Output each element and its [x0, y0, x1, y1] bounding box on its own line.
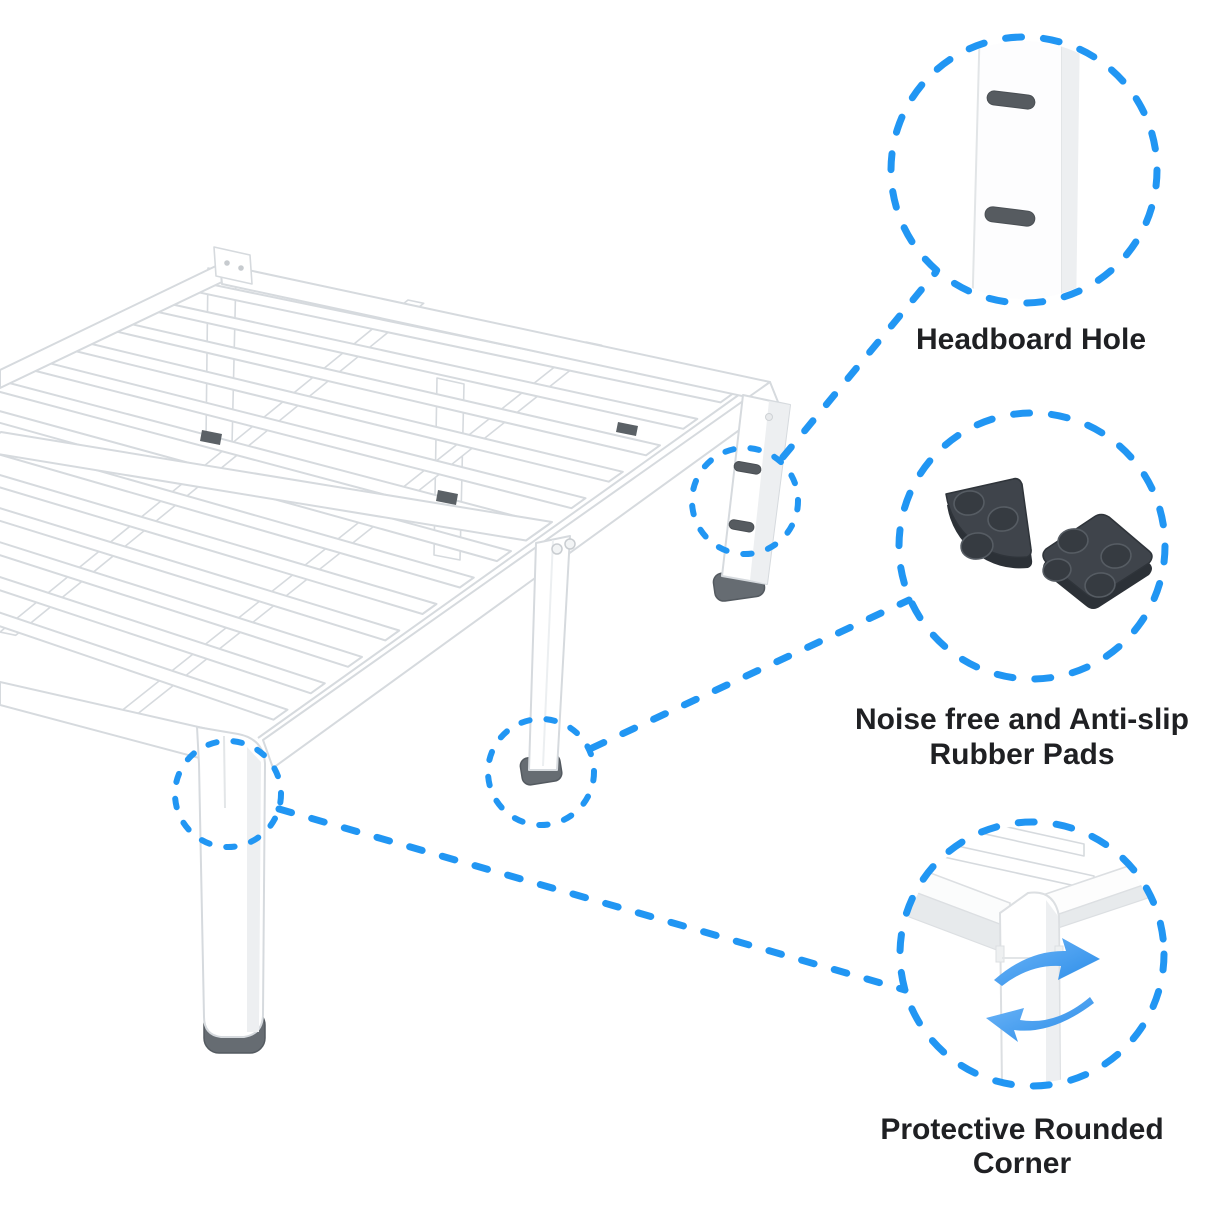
caption-rubber-pads-line1: Noise free and Anti-slip — [855, 703, 1189, 736]
corner-leg — [196, 726, 266, 1054]
connector-line-rubber-pads — [588, 596, 913, 752]
callout-rubber-pads: Noise free and Anti-slip Rubber Pads — [855, 409, 1189, 771]
detail-corner-leg — [995, 891, 1064, 1083]
connector-line-headboard-hole — [779, 268, 940, 461]
detail-left-rail — [903, 858, 1011, 956]
side-rail-inner-edge — [257, 383, 755, 739]
caption-rubber-pads-line2: Rubber Pads — [929, 738, 1114, 771]
curved-arrow-right-icon — [994, 938, 1100, 986]
highlight-circle-middle-foot — [485, 716, 597, 828]
square-rubber-pad — [1042, 513, 1153, 609]
highlight-circles — [172, 445, 801, 850]
hinge-screw — [551, 543, 563, 555]
corner-bracket — [213, 246, 253, 285]
detail-slat — [939, 825, 1085, 857]
rubber-pads-detail — [945, 477, 1153, 609]
slat — [0, 575, 326, 695]
middle-leg — [519, 535, 576, 786]
slat — [0, 611, 289, 721]
callout-circle-rounded-corner — [896, 818, 1168, 1090]
slat — [0, 473, 438, 615]
quarter-rubber-pad — [945, 477, 1033, 569]
rounded-corner-detail — [903, 825, 1161, 1083]
highlight-circle-right-leg — [689, 445, 801, 557]
slat — [0, 507, 401, 642]
slat — [0, 541, 363, 668]
bed-frame — [0, 246, 791, 1054]
caption-rounded-corner-line1: Protective Rounded — [880, 1113, 1163, 1146]
callout-circle-headboard-hole — [887, 33, 1161, 307]
hinge-screw — [564, 538, 576, 550]
highlight-circle-corner — [172, 738, 284, 850]
callout-headboard-hole: Headboard Hole — [887, 33, 1161, 356]
center-seam-rail — [0, 431, 553, 542]
callout-connectors — [275, 268, 940, 994]
slat-clips — [200, 422, 638, 505]
callout-rounded-corner: Protective Rounded Corner — [880, 818, 1168, 1180]
connector-line-rounded-corner — [275, 805, 909, 994]
curved-arrow-left-icon — [986, 997, 1094, 1042]
callout-circle-rubber-pads — [895, 409, 1169, 683]
caption-headboard-hole: Headboard Hole — [916, 323, 1146, 356]
caption-rounded-corner-line2: Corner — [973, 1147, 1072, 1180]
slats — [0, 280, 736, 721]
leg-screw — [765, 413, 773, 421]
headboard-hole-detail — [970, 41, 1080, 299]
slat — [0, 441, 475, 589]
foot-rail — [0, 681, 226, 765]
right-leg — [712, 394, 791, 602]
headboard-hole-slots — [728, 461, 762, 533]
